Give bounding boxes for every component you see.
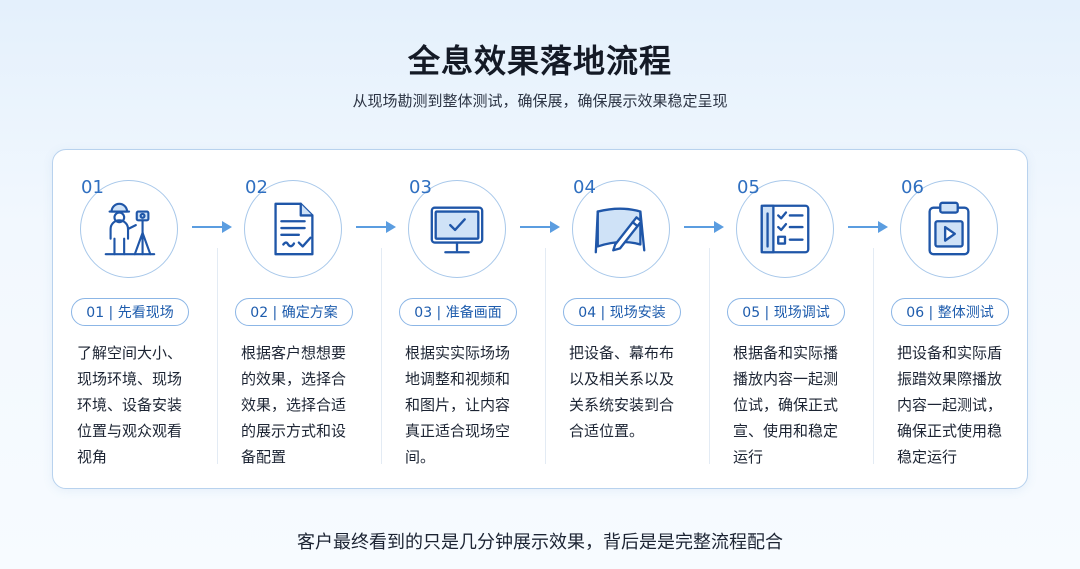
step-1-number: 01 <box>81 177 104 198</box>
step-4-icon-ring <box>572 180 670 278</box>
step-4-label: 04 | 现场安装 <box>563 298 681 326</box>
step-4-number: 04 <box>573 177 596 198</box>
checklist-icon <box>760 204 810 254</box>
step-1-label: 01 | 先看现场 <box>71 298 189 326</box>
arrow-1-to-2 <box>192 221 232 233</box>
step-5-number: 05 <box>737 177 760 198</box>
step-2-icon-ring <box>244 180 342 278</box>
page-title: 全息效果落地流程 <box>407 42 672 80</box>
arrow-2-to-3 <box>356 221 396 233</box>
step-6: 06 06 | 整体测试 把设备和实际盾振踖效果際播放内容一起测试，确保正式使用… <box>873 150 1037 490</box>
process-panel: 01 01 | 先看现场 了解空间大小、现场环境、现场环境、设备安装位置与观众观… <box>52 149 1028 489</box>
step-3-number: 03 <box>409 177 432 198</box>
step-5-label: 05 | 现场调试 <box>727 298 845 326</box>
step-5-icon-ring <box>736 180 834 278</box>
document-check-icon <box>274 202 314 256</box>
column-divider <box>873 248 874 464</box>
step-5: 05 05 | 现场调试 根据备和实际播播放内容一起测位试，确保正式宣、使用和稳… <box>709 150 873 490</box>
step-6-label: 06 | 整体测试 <box>891 298 1009 326</box>
step-3-icon-ring <box>408 180 506 278</box>
worker-surveying-icon <box>104 202 156 256</box>
arrow-3-to-4 <box>520 221 560 233</box>
step-4: 04 04 | 现场安装 把设备、幕布布以及相关系以及关系统安装到合合适位置。 <box>545 150 709 490</box>
step-6-description: 把设备和实际盾振踖效果際播放内容一起测试，确保正式使用稳稳定运行 <box>897 344 1003 466</box>
page-subtitle: 从现场勘测到整体测试，确保展，确保展示效果稳定呈现 <box>352 92 728 110</box>
step-5-description: 根据备和实际播播放内容一起测位试，确保正式宣、使用和稳定运行 <box>733 344 839 466</box>
step-1: 01 01 | 先看现场 了解空间大小、现场环境、现场环境、设备安装位置与观众观… <box>53 150 217 490</box>
step-4-description: 把设备、幕布布以及相关系以及关系统安装到合合适位置。 <box>569 344 675 440</box>
step-2: 02 02 | 确定方案 根据客户想想要的效果，选择合效果，选择合适的展示方式和… <box>217 150 381 490</box>
column-divider <box>545 248 546 464</box>
arrow-4-to-5 <box>684 221 724 233</box>
screen-install-icon <box>594 207 646 254</box>
step-1-description: 了解空间大小、现场环境、现场环境、设备安装位置与观众观看视角 <box>77 344 183 466</box>
step-2-label: 02 | 确定方案 <box>235 298 353 326</box>
step-3-description: 根据实实际场场地调整和视频和和图片，让内容真正适合现场空间。 <box>405 344 511 466</box>
footer-note: 客户最终看到的只是几分钟展示效果，背后是是完整流程配合 <box>297 532 783 553</box>
monitor-check-icon <box>430 206 484 254</box>
column-divider <box>381 248 382 464</box>
step-6-icon-ring <box>900 180 998 278</box>
step-3: 03 03 | 准备画面 根据实实际场场地调整和视频和和图片，让内容真正适合现场… <box>381 150 545 490</box>
step-3-label: 03 | 准备画面 <box>399 298 517 326</box>
step-6-number: 06 <box>901 177 924 198</box>
step-2-description: 根据客户想想要的效果，选择合效果，选择合适的展示方式和设备配置 <box>241 344 347 466</box>
column-divider <box>217 248 218 464</box>
step-2-number: 02 <box>245 177 268 198</box>
column-divider <box>709 248 710 464</box>
step-1-icon-ring <box>80 180 178 278</box>
clipboard-play-icon <box>928 201 970 256</box>
arrow-5-to-6 <box>848 221 888 233</box>
